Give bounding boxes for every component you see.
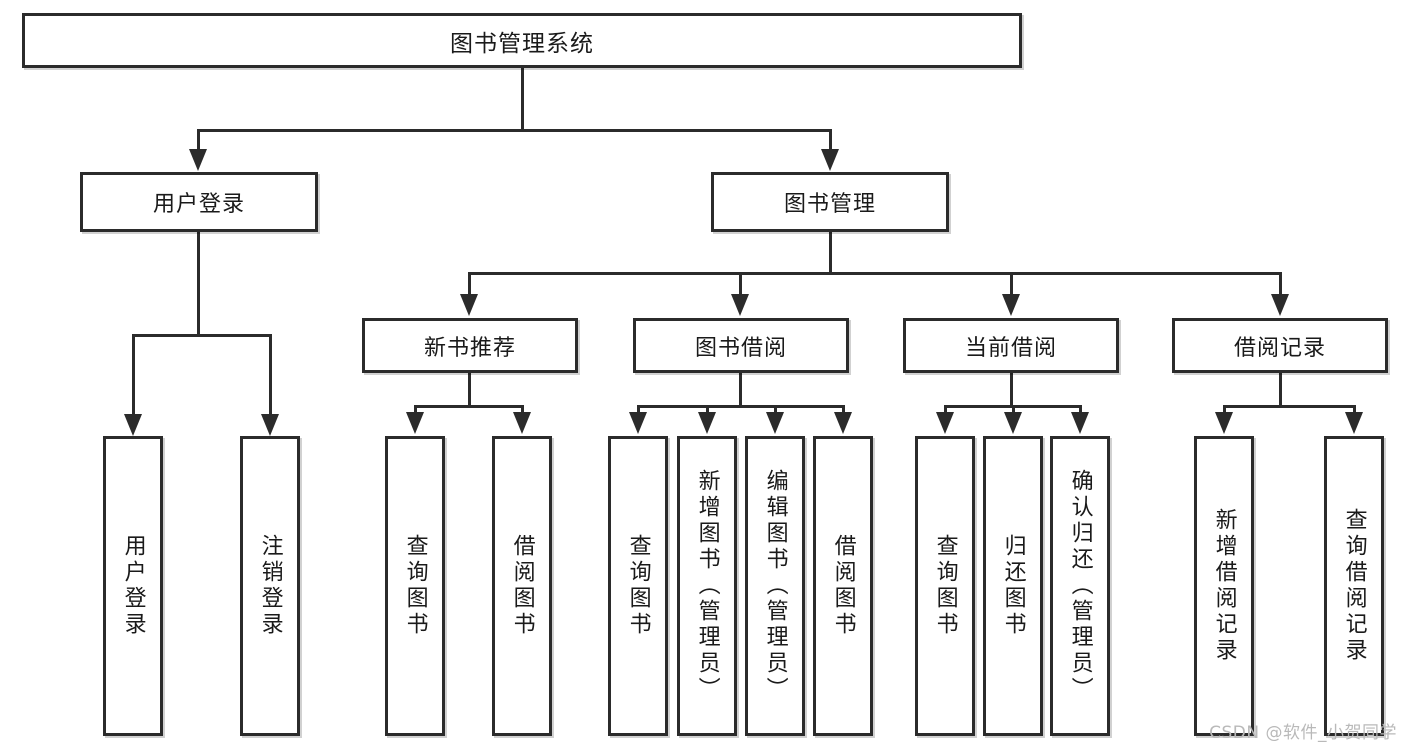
arrow-book-borrow-to-edit-book (766, 412, 784, 434)
connector-book-manage-drop-2 (739, 272, 742, 296)
connector-book-borrow-drop-4 (842, 405, 845, 417)
connector-root-drop-book-manage (829, 129, 832, 151)
connector-new-book-rec-drop-2 (521, 405, 524, 417)
connector-user-login-stem (197, 232, 200, 336)
node-current-borrow-label: 当前借阅 (964, 335, 1057, 361)
connector-book-borrow-bus (637, 405, 845, 408)
csdn-watermark: CSDN @软件_小贺同学 (1209, 723, 1397, 743)
node-leaf-add-record[interactable]: 新增借阅记录 (1194, 436, 1254, 736)
connector-book-manage-drop-1 (468, 272, 471, 296)
connector-book-borrow-drop-2 (706, 405, 709, 417)
node-leaf-query-book-2-label: 查询图书 (625, 534, 651, 638)
connector-current-borrow-drop-3 (1079, 405, 1082, 417)
arrow-book-manage-to-book-borrow (731, 294, 749, 316)
arrow-book-manage-to-current-borrow (1002, 294, 1020, 316)
arrow-user-login-to-leaf-user-logout (261, 414, 279, 436)
arrow-current-borrow-to-return-book (1004, 412, 1022, 434)
node-leaf-user-login-label: 用户登录 (120, 534, 146, 638)
node-leaf-borrow-book-2[interactable]: 借阅图书 (813, 436, 873, 736)
connector-book-borrow-drop-1 (637, 405, 640, 417)
arrow-borrow-record-to-add-record (1215, 412, 1233, 434)
connector-new-book-rec-drop-1 (414, 405, 417, 417)
arrow-book-manage-to-borrow-record (1271, 294, 1289, 316)
node-leaf-user-login[interactable]: 用户登录 (103, 436, 163, 736)
arrow-user-login-to-leaf-user-login (124, 414, 142, 436)
arrow-new-book-rec-to-borrow-book (513, 412, 531, 434)
node-leaf-add-book[interactable]: 新增图书（管理员） (677, 436, 737, 736)
node-leaf-query-record-label: 查询借阅记录 (1341, 508, 1367, 664)
node-root[interactable]: 图书管理系统 (22, 13, 1022, 68)
node-leaf-confirm-return[interactable]: 确认归还（管理员） (1050, 436, 1110, 736)
connector-book-manage-bus (468, 272, 1280, 275)
connector-new-book-rec-bus (414, 405, 524, 408)
node-root-label: 图书管理系统 (450, 30, 594, 57)
node-leaf-return-book-label: 归还图书 (1000, 534, 1026, 638)
node-user-login[interactable]: 用户登录 (80, 172, 318, 232)
node-leaf-return-book[interactable]: 归还图书 (983, 436, 1043, 736)
node-leaf-query-book-1[interactable]: 查询图书 (385, 436, 445, 736)
connector-book-manage-stem (829, 232, 832, 274)
arrow-new-book-rec-to-query-book (406, 412, 424, 434)
node-leaf-user-logout-label: 注销登录 (257, 534, 283, 638)
node-leaf-add-record-label: 新增借阅记录 (1211, 508, 1237, 664)
connector-book-borrow-drop-3 (774, 405, 777, 417)
connector-user-login-drop-1 (132, 334, 135, 416)
node-leaf-query-book-2[interactable]: 查询图书 (608, 436, 668, 736)
arrow-current-borrow-to-confirm-return (1071, 412, 1089, 434)
node-leaf-borrow-book-1[interactable]: 借阅图书 (492, 436, 552, 736)
node-current-borrow[interactable]: 当前借阅 (903, 318, 1119, 373)
node-leaf-query-record[interactable]: 查询借阅记录 (1324, 436, 1384, 736)
connector-borrow-record-drop-1 (1223, 405, 1226, 417)
node-leaf-edit-book[interactable]: 编辑图书（管理员） (745, 436, 805, 736)
connector-current-borrow-drop-1 (944, 405, 947, 417)
node-leaf-query-book-3[interactable]: 查询图书 (915, 436, 975, 736)
arrow-book-borrow-to-add-book (698, 412, 716, 434)
connector-borrow-record-bus (1223, 405, 1356, 408)
connector-borrow-record-stem (1279, 373, 1282, 407)
connector-current-borrow-drop-2 (1012, 405, 1015, 417)
connector-user-login-drop-2 (269, 334, 272, 416)
node-leaf-query-book-1-label: 查询图书 (402, 534, 428, 638)
arrow-borrow-record-to-query-record (1345, 412, 1363, 434)
node-borrow-record[interactable]: 借阅记录 (1172, 318, 1388, 373)
node-leaf-borrow-book-1-label: 借阅图书 (509, 534, 535, 638)
connector-user-login-bus (132, 334, 271, 337)
connector-book-borrow-stem (739, 373, 742, 407)
connector-current-borrow-stem (1010, 373, 1013, 407)
node-leaf-confirm-return-label: 确认归还（管理员） (1067, 469, 1093, 703)
node-book-borrow[interactable]: 图书借阅 (633, 318, 849, 373)
connector-root-stem (521, 68, 524, 131)
arrow-book-manage-to-new-book-rec (460, 294, 478, 316)
connector-book-manage-drop-3 (1010, 272, 1013, 296)
connector-root-bus (197, 129, 831, 132)
connector-book-manage-drop-4 (1279, 272, 1282, 296)
node-user-login-label: 用户登录 (152, 192, 245, 217)
arrow-current-borrow-to-query-book (936, 412, 954, 434)
node-book-manage[interactable]: 图书管理 (711, 172, 949, 232)
arrow-book-borrow-to-borrow-book (834, 412, 852, 434)
node-leaf-user-logout[interactable]: 注销登录 (240, 436, 300, 736)
connector-new-book-rec-stem (468, 373, 471, 407)
node-new-book-rec-label: 新书推荐 (423, 335, 516, 361)
node-borrow-record-label: 借阅记录 (1233, 335, 1326, 361)
node-book-borrow-label: 图书借阅 (694, 335, 787, 361)
node-new-book-rec[interactable]: 新书推荐 (362, 318, 578, 373)
node-leaf-borrow-book-2-label: 借阅图书 (830, 534, 856, 638)
node-leaf-edit-book-label: 编辑图书（管理员） (762, 469, 788, 703)
node-book-manage-label: 图书管理 (783, 192, 876, 217)
arrow-root-to-book-manage (821, 149, 839, 171)
connector-borrow-record-drop-2 (1353, 405, 1356, 417)
arrow-root-to-user-login (189, 149, 207, 171)
connector-root-drop-user-login (197, 129, 200, 151)
arrow-book-borrow-to-query-book (629, 412, 647, 434)
node-leaf-query-book-3-label: 查询图书 (932, 534, 958, 638)
node-leaf-add-book-label: 新增图书（管理员） (694, 469, 720, 703)
